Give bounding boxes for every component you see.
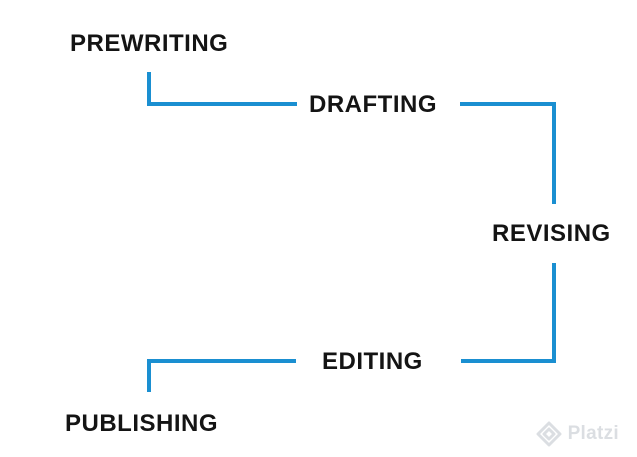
platzi-watermark: Platzi xyxy=(536,421,619,447)
step-revising: REVISING xyxy=(492,220,611,247)
watermark-brand-label: Platzi xyxy=(567,423,619,444)
platzi-logo-icon xyxy=(536,421,562,447)
step-editing: EDITING xyxy=(322,348,423,375)
connector-prewriting-to-drafting xyxy=(147,72,297,106)
step-prewriting: PREWRITING xyxy=(70,30,229,57)
connector-editing-to-publishing xyxy=(147,359,296,392)
connector-revising-to-editing xyxy=(461,263,556,363)
step-publishing: PUBLISHING xyxy=(65,410,219,437)
step-drafting: DRAFTING xyxy=(309,91,437,118)
connector-drafting-to-revising xyxy=(460,102,556,204)
